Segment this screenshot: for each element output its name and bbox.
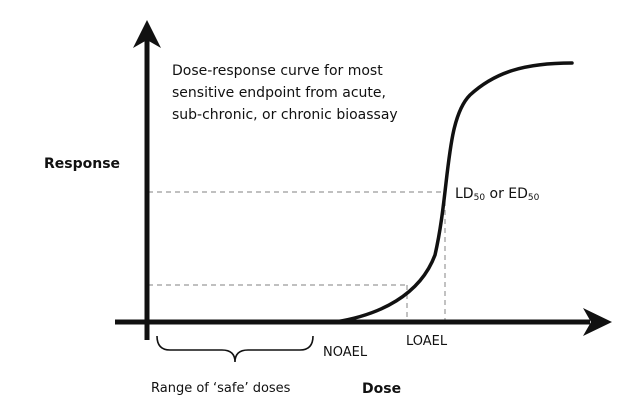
x-axis-arrowhead: [583, 308, 612, 336]
ld-subscript: 50: [473, 193, 486, 203]
loael-label: LOAEL: [406, 334, 448, 349]
noael-label: NOAEL: [323, 345, 368, 360]
ld-text: LD: [455, 186, 474, 202]
dose-response-curve: [333, 61, 574, 324]
or-ed-text: or ED: [485, 186, 528, 202]
ld50-ed50-label: LD50 or ED50: [455, 186, 539, 203]
x-axis-label: Dose: [362, 381, 402, 397]
safe-range-brace: [156, 335, 314, 363]
diagram-description: Dose-response curve for most sensitive e…: [172, 63, 398, 123]
y-axis-arrowhead: [133, 20, 161, 48]
y-axis-label: Response: [44, 156, 121, 172]
safe-range-label: Range of ‘safe’ doses: [151, 381, 291, 396]
ed-subscript: 50: [527, 193, 540, 203]
